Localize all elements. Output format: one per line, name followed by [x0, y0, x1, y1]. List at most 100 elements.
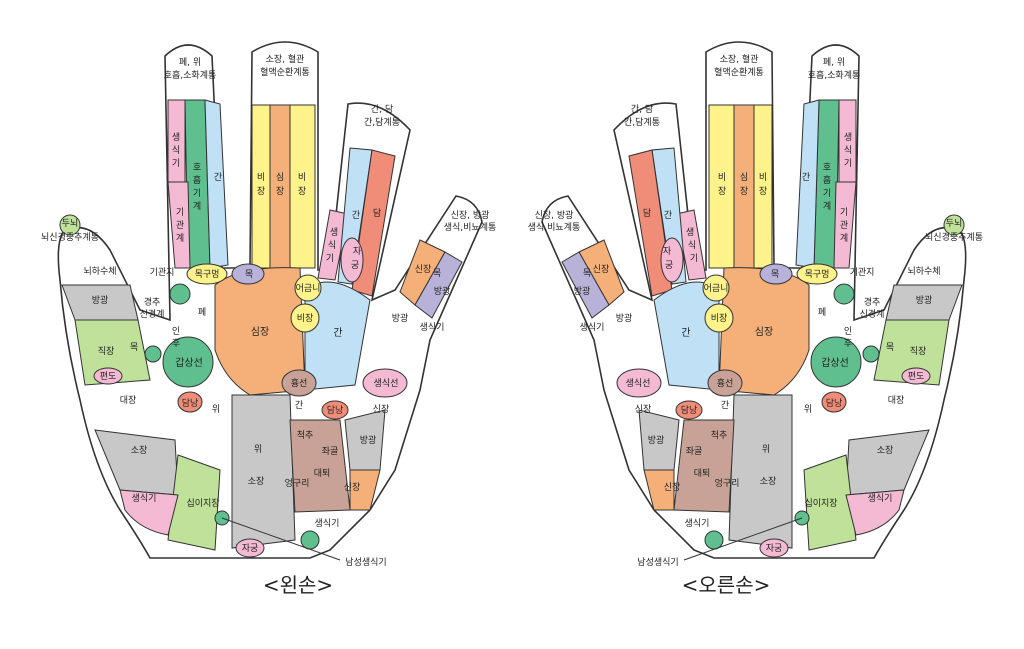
left-repro-gland-ellipse	[362, 368, 408, 398]
left-kidney2-label: 신장	[344, 482, 361, 493]
right-reproductive2-label: 생식기	[685, 518, 710, 529]
right-bladder3-label: 방광	[648, 434, 665, 446]
left-cervical-1-label: 경추	[144, 296, 161, 308]
left-spleen-circle	[290, 303, 320, 333]
right-finger-index-2-label: 호흡,소화계통	[808, 69, 861, 81]
left-liver2-label: 간	[295, 400, 303, 411]
right-throat-2-label: 후	[844, 338, 852, 349]
right-f2-a-label: 호	[823, 162, 831, 173]
right-gum-label: 어금니	[704, 283, 729, 294]
left-f4-b-label: 관	[176, 220, 184, 231]
left-r1-b-label: 식	[328, 240, 336, 251]
left-finger-middle-1-label: 소장, 혈관	[266, 53, 305, 65]
right-ring-zone-pink	[675, 209, 707, 281]
left-throat-1-label: 인	[172, 326, 180, 337]
right-finger-ring-1-label: 간, 담	[631, 103, 653, 115]
right-gallbladder-label: 담낭	[826, 397, 843, 409]
right-hand-caption: <오른손>	[682, 573, 771, 597]
left-little-zone-purple	[414, 251, 463, 319]
right-m1-b-label: 장	[759, 186, 767, 197]
right-neck-ellipse	[759, 263, 793, 285]
right-f4-a-label: 기	[840, 207, 848, 218]
left-small-intestine2-label: 소장	[248, 476, 265, 487]
left-finger-ring-1-label: 간, 담	[371, 103, 393, 115]
left-r1-a-label: 생	[330, 227, 338, 238]
left-hand	[57, 41, 483, 561]
right-thumb-rectum	[873, 319, 950, 386]
left-brain-low-label: 뇌하수체	[83, 266, 116, 277]
left-reproductive2-label: 생식기	[315, 518, 340, 529]
right-r3-label: 담	[643, 207, 651, 219]
left-m2-b-label: 장	[276, 186, 284, 197]
left-m3-b-label: 장	[298, 186, 306, 197]
right-tonsil-ellipse	[901, 367, 931, 385]
right-spleen-label: 비장	[711, 313, 728, 324]
left-tonsil-label: 편도	[100, 370, 117, 382]
right-male-line	[683, 517, 803, 561]
left-thumb-rectum	[74, 319, 151, 386]
left-duodenum-label: 십이지장	[186, 498, 219, 509]
left-m3-a-label: 비	[298, 172, 306, 183]
left-male-circle	[300, 530, 320, 550]
left-uterus2-ellipse	[340, 237, 364, 283]
right-uterus-label: 자궁	[766, 543, 783, 554]
left-gallbladder-label: 담낭	[182, 397, 199, 409]
left-neck2-label: 목	[130, 342, 138, 353]
right-little-zone-purple	[561, 251, 610, 319]
left-trachea-circle	[169, 283, 191, 305]
left-f4-c-label: 계	[176, 232, 184, 244]
right-gall-ellipse	[821, 391, 847, 413]
right-hand	[541, 41, 967, 561]
left-reproductive1-label: 생식기	[420, 322, 445, 333]
right-spleen-circle	[704, 303, 734, 333]
left-index-zone-pink2	[167, 181, 191, 269]
right-neck2-label: 목	[886, 342, 894, 353]
right-f1-b-label: 식	[844, 145, 852, 156]
left-gallbladder2-label: 담낭	[327, 404, 344, 416]
right-thumb-2-label: 뇌신경중추계통	[925, 231, 983, 243]
right-f4-b-label: 관	[840, 220, 848, 231]
left-throat-ellipse	[186, 263, 228, 285]
right-neck-label: 목	[771, 269, 779, 280]
right-f1-a-label: 생	[844, 132, 852, 143]
left-large-intestine-label: 대장	[120, 395, 137, 406]
left-l3-label: 방광	[434, 285, 451, 297]
left-tonsil-ellipse	[93, 367, 123, 385]
left-l1-label: 신장	[415, 264, 432, 275]
left-femur-label: 대퇴	[314, 468, 331, 479]
left-palm-stomach	[231, 394, 296, 549]
right-neck-throat-label: 목구멍	[805, 269, 830, 280]
left-f1-a-label: 생	[172, 132, 180, 143]
right-f2-d-label: 계	[823, 200, 831, 212]
left-neck-throat-label: 목구멍	[195, 269, 220, 280]
left-bladder1-label: 방광	[392, 312, 409, 324]
left-chest-label: 흉선	[291, 377, 308, 389]
left-spleen-label: 비장	[297, 313, 314, 324]
left-sciatic-label: 좌골	[322, 446, 339, 457]
right-reproductive1-label: 생식기	[580, 322, 605, 333]
left-f2-d-label: 계	[193, 200, 201, 212]
left-f3-label: 간	[214, 172, 222, 183]
right-l2-label: 목	[583, 268, 591, 279]
right-palm-repro	[845, 489, 905, 536]
right-f4-c-label: 계	[840, 232, 848, 244]
right-small-intestine-label: 소장	[877, 445, 894, 456]
left-f2-b-label: 흡	[193, 174, 201, 186]
right-m2-a-label: 심	[740, 172, 748, 183]
right-r4-a-label: 자	[663, 246, 672, 257]
right-bladder1-label: 방광	[616, 312, 633, 324]
left-finger-ring-2-label: 간,담계통	[364, 116, 400, 128]
right-m3-b-label: 장	[718, 186, 726, 197]
left-r3-label: 담	[373, 207, 381, 219]
left-bladder3-label: 방광	[360, 434, 377, 446]
left-stomach-label: 위	[212, 404, 220, 415]
right-pelvis-label: 엉구리	[715, 477, 740, 489]
left-reproductive3-label: 생식기	[132, 493, 157, 504]
left-throat-2-label: 후	[172, 338, 180, 349]
left-neck-ellipse	[231, 263, 265, 285]
right-chest-label: 흉선	[717, 377, 734, 389]
right-stomach2-label: 위	[762, 444, 770, 455]
left-gall2-ellipse	[321, 400, 349, 420]
left-cervical-circle	[144, 345, 162, 363]
